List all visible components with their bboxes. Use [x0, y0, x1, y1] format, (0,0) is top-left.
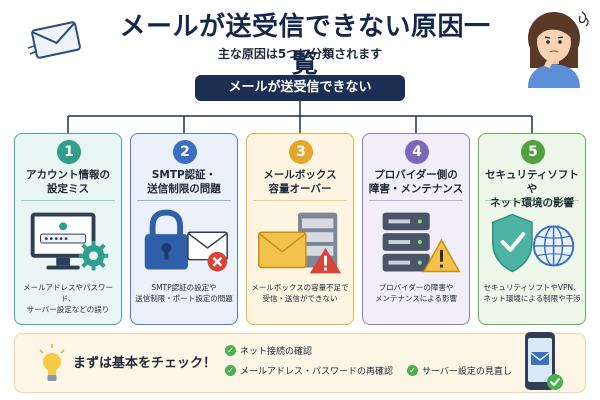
cause-description: セキュリティソフトやVPN、 ネット環境による制限や干渉: [483, 283, 581, 303]
checklist-item-label: サーバー設定の見直し: [422, 367, 512, 377]
cause-description: メールアドレスやパスワード、 サーバー設定などの誤り: [23, 283, 113, 314]
cause-heading: プロバイダー側の 障害・メンテナンス: [368, 169, 464, 195]
cause-description: メールボックスの容量不足で 受信・送信ができない: [251, 283, 349, 303]
monitor-login-gear-icon: [30, 212, 109, 271]
cause-number-badge: 3: [289, 140, 313, 164]
page-subtitle: 主な原因は5つに分類されます: [217, 47, 383, 61]
tree-connectors: [67, 101, 533, 133]
card-divider: [485, 200, 579, 201]
cause-number-badge: 5: [521, 140, 545, 164]
cause-number-badge: 2: [173, 140, 197, 164]
checklist-item: ✓ ネット接続の確認: [225, 344, 312, 357]
cause-card-security-network: 5 セキュリティソフトや ネット環境の影響 セキュリティソフトやVPN、 ネット…: [478, 133, 586, 325]
envelope-storage-warning-icon: [258, 212, 342, 274]
checklist-title: まずは基本をチェック！: [73, 356, 217, 371]
check-icon: ✓: [407, 365, 418, 376]
check-icon: ✓: [225, 365, 236, 376]
lightbulb-icon: [39, 344, 65, 381]
page-title: メールが送受信できない原因一覧: [119, 12, 491, 79]
checklist-item: ✓ サーバー設定の見直し: [407, 364, 512, 377]
envelope-icon: [28, 21, 81, 59]
cause-card-mailbox-full: 3 メールボックス 容量オーバー メールボックスの容量不足で 受信・送信ができな…: [246, 133, 354, 325]
cause-heading: メールボックス 容量オーバー: [263, 169, 337, 195]
checklist-item-label: メールアドレス・パスワードの再確認: [240, 367, 394, 377]
card-divider: [253, 200, 347, 201]
cause-card-account-settings: 1 アカウント情報の 設定ミス メールアドレスやパスワード、 サーバー設定などの…: [14, 133, 122, 325]
cause-number-badge: 1: [57, 140, 81, 164]
cause-heading: SMTP認証・ 送信制限の問題: [147, 169, 221, 195]
check-icon: ✓: [225, 345, 236, 356]
server-warning-icon: [382, 212, 461, 273]
smartphone-mail-icon: [525, 332, 563, 390]
shield-globe-icon: [492, 213, 575, 273]
central-problem-label: メールが送受信できない: [195, 75, 405, 101]
card-divider: [137, 200, 231, 201]
card-divider: [369, 200, 463, 201]
cause-number-badge: 4: [405, 140, 429, 164]
card-divider: [21, 200, 115, 201]
checklist-item: ✓ メールアドレス・パスワードの再確認: [225, 364, 393, 377]
checklist-item-label: ネット接続の確認: [240, 347, 313, 357]
cause-card-smtp-auth: 2 SMTP認証・ 送信制限の問題 SMTP認証の設定や 送信制限・ポート設定の…: [130, 133, 238, 325]
padlock-envelope-icon: [144, 209, 228, 272]
cause-description: プロバイダーの障害や メンテナンスによる影響: [374, 283, 458, 303]
cause-card-provider-outage: 4 プロバイダー側の 障害・メンテナンス プロバイダーの障害や メンテナンスによ…: [362, 133, 470, 325]
cause-heading: アカウント情報の 設定ミス: [26, 169, 110, 195]
basic-checklist-panel: まずは基本をチェック！ ✓ ネット接続の確認 ✓ メールアドレス・パスワードの再…: [14, 332, 586, 393]
worried-woman-illustration: [528, 11, 589, 88]
cause-description: SMTP認証の設定や 送信制限・ポート設定の問題: [135, 283, 233, 303]
